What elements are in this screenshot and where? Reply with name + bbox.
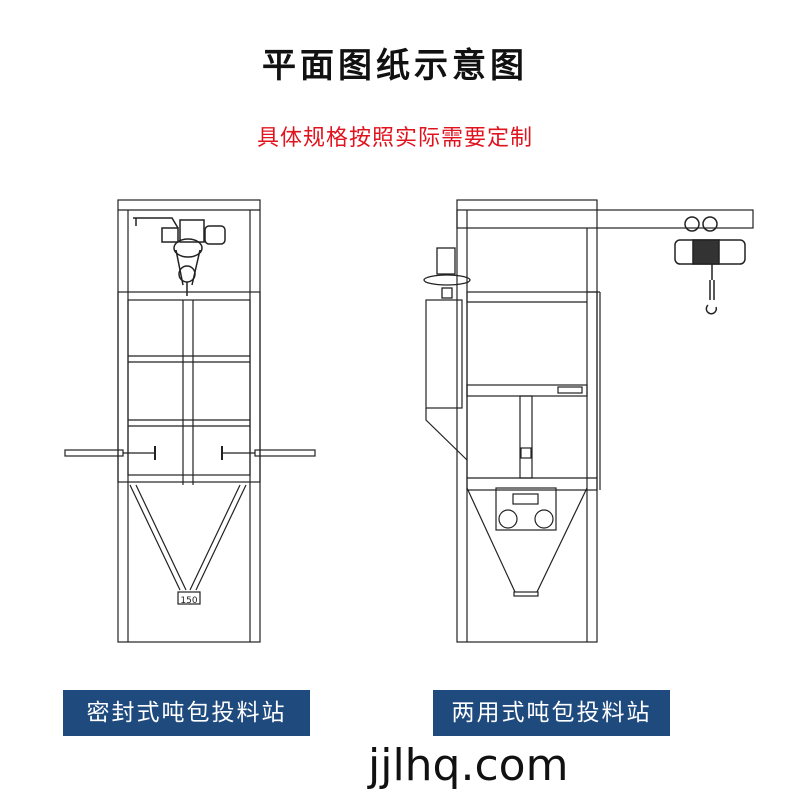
right-handle-icon (221, 446, 316, 460)
dual-use-station-drawing (423, 199, 754, 643)
dual-use-station-label: 两用式吨包投料站 (433, 690, 670, 736)
left-handle-icon (64, 446, 156, 460)
sealed-station-label: 密封式吨包投料站 (63, 690, 310, 736)
fan-motor-icon (423, 247, 471, 299)
dust-filter (425, 299, 463, 409)
crane-beam (456, 209, 754, 229)
hoist-icon (133, 217, 226, 296)
dimension-label: 150 (180, 596, 197, 606)
valve (520, 447, 532, 459)
sealed-station-drawing (64, 199, 316, 643)
outlet (177, 591, 201, 605)
electric-hoist-icon (674, 216, 746, 315)
page-title: 平面图纸示意图 (262, 46, 528, 86)
page-subtitle: 具体规格按照实际需要定制 (256, 126, 533, 151)
watermark: jjlhq.com (368, 740, 569, 791)
latch (557, 386, 583, 394)
